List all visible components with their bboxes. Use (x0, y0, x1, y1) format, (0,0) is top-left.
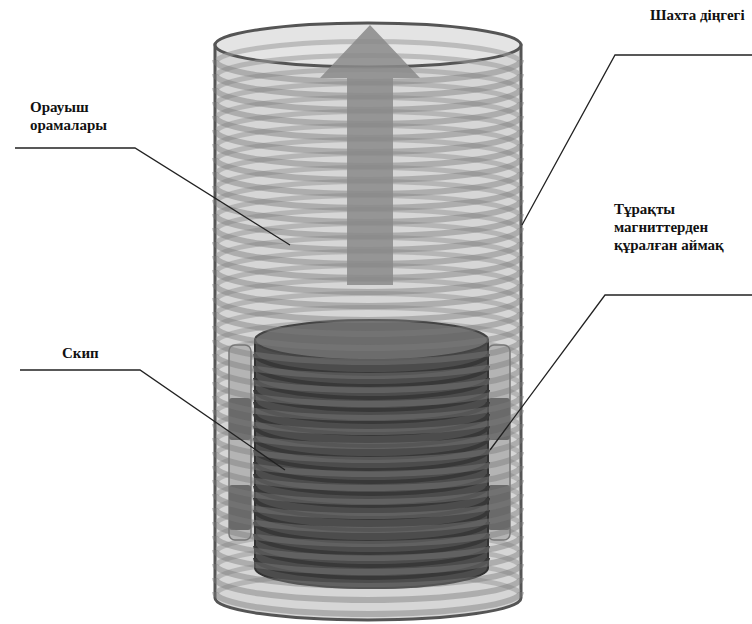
part-label: Орауыш орамалары (30, 98, 140, 134)
coil-turn (215, 494, 521, 516)
coil-turn (215, 480, 521, 502)
skip-top (255, 320, 488, 360)
coil-turn (215, 564, 521, 586)
coil-turn (215, 368, 521, 390)
leader-line (15, 148, 290, 245)
leader-line (490, 295, 752, 450)
part-label: Скип (62, 344, 142, 362)
coil-turn (215, 340, 521, 362)
coil-turn (215, 508, 521, 530)
coil-turn (215, 424, 521, 446)
coil-turn (215, 592, 521, 614)
coil-turn (215, 466, 521, 488)
leader-line (20, 370, 285, 470)
coil-turn (215, 382, 521, 404)
coil-turn (215, 354, 521, 376)
coil-turn (215, 452, 521, 474)
motion-arrow (320, 25, 420, 285)
coil-turn (215, 284, 521, 306)
part-label: Шахта діңгегі (650, 6, 746, 24)
part-label: Тұрақты магниттерден құралған аймақ (614, 200, 746, 254)
coil-turn (215, 536, 521, 558)
coil-turn (215, 550, 521, 572)
coil-turn (215, 326, 521, 348)
leader-line (522, 55, 752, 225)
coil-turn (215, 578, 521, 600)
coil-turn (215, 312, 521, 334)
coil-turn (215, 522, 521, 544)
coil-turn (215, 438, 521, 460)
coil-turn (215, 396, 521, 418)
coil-turn (215, 410, 521, 432)
coil-turn (215, 298, 521, 320)
magnet-zone (229, 345, 251, 540)
